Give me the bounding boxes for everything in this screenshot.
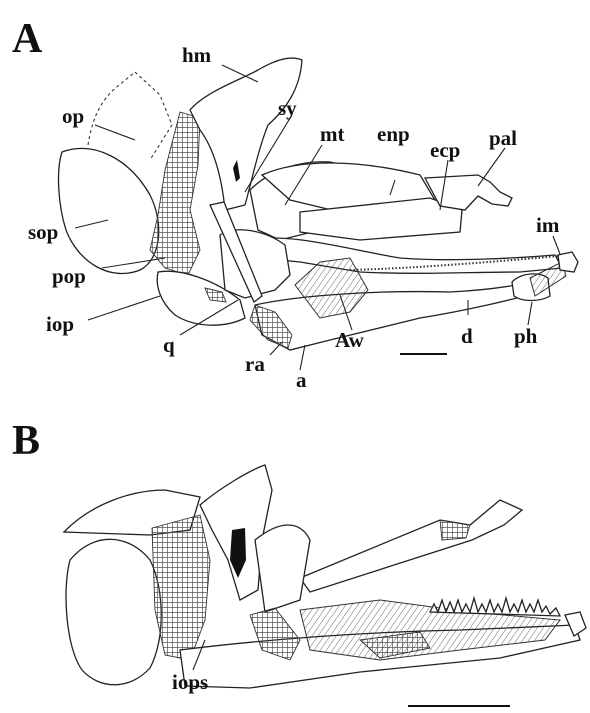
label-ph: ph [514,326,537,347]
leader-ph [528,302,532,325]
subopercle-bone-b [66,539,161,684]
label-sy: sy [278,98,297,119]
label-iop: iop [46,314,74,335]
subopercle-bone [59,149,159,274]
label-ra: ra [245,354,265,375]
leader-im [553,236,560,254]
label-op: op [62,106,84,127]
label-sop: sop [28,222,58,243]
interhyal-bone [558,252,578,272]
label-pal: pal [489,128,517,149]
leader-ra [270,342,282,355]
label-enp: enp [377,124,410,145]
leader-a [300,345,305,370]
label-hm: hm [182,45,211,66]
label-q: q [163,335,175,356]
label-mt: mt [320,124,345,145]
panel-letter-a: A [12,18,42,60]
label-pop: pop [52,266,86,287]
label-ecp: ecp [430,140,460,161]
palatine-rod-b [300,500,522,592]
label-d: d [461,326,473,347]
metapterygoid-bone-b [255,525,310,612]
leader-pal [478,148,505,186]
opercle-outline [88,72,172,160]
panel-b-drawing [64,465,586,706]
leader-op [95,125,135,140]
label-a: a [296,370,307,391]
preopercle-bone-b [152,515,210,660]
label-aw: Aw [335,330,364,351]
palatine-hatched-joint-b [440,520,470,540]
preopercle-bone [150,112,200,275]
panel-letter-b: B [12,420,40,462]
leader-iop [88,296,160,320]
panel-a-drawing [59,58,578,370]
label-im: im [536,215,559,236]
label-iops: iops [172,672,208,693]
